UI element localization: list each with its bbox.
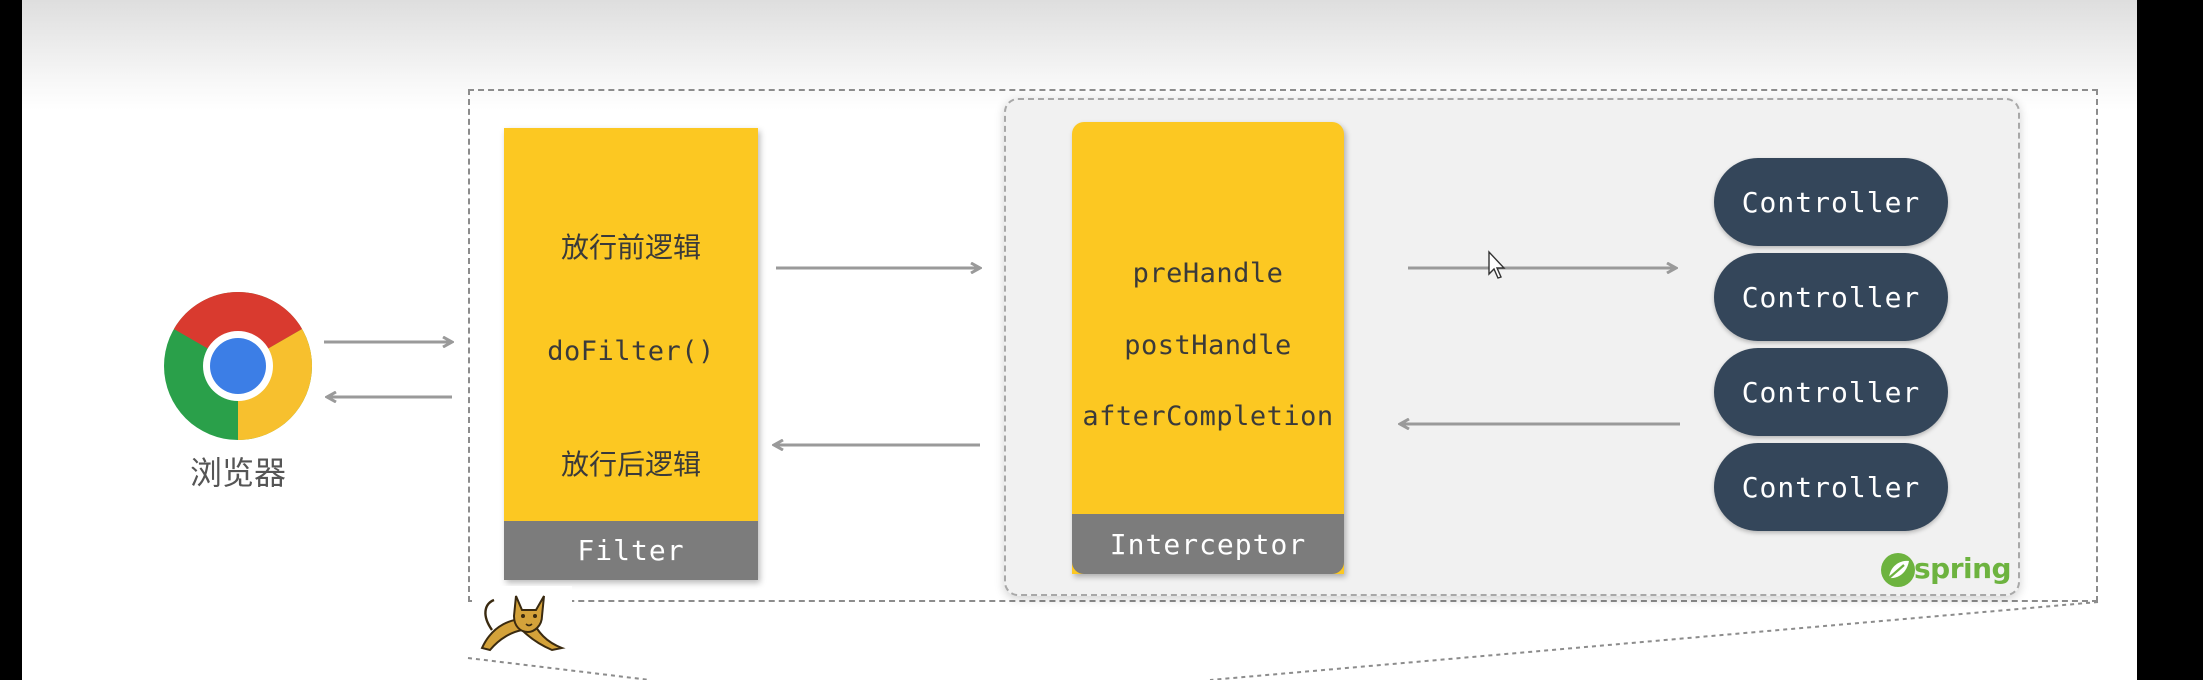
filter-label: Filter: [504, 521, 758, 580]
interceptor-aftercompletion: afterCompletion: [1082, 401, 1334, 432]
controller-pill-1: Controller: [1714, 158, 1948, 246]
top-gradient: [0, 0, 2203, 110]
filter-post-logic: 放行后逻辑: [560, 448, 701, 481]
filter-block: [504, 128, 758, 580]
spring-logo-text: spring: [1914, 552, 2012, 585]
tomcat-logo-icon: [472, 586, 572, 654]
interceptor-posthandle: postHandle: [1124, 330, 1292, 361]
browser-label: 浏览器: [189, 454, 286, 492]
zoom-guide-lines: [467, 601, 2099, 680]
chrome-browser-icon: [164, 291, 313, 440]
left-letterbox: [0, 0, 22, 680]
mouse-cursor-icon: [1488, 250, 1506, 279]
spring-leaf-icon: [1881, 553, 1915, 587]
interceptor-block: [1072, 122, 1344, 574]
tomcat-container: [468, 89, 2098, 602]
filter-dofilter: doFilter(): [547, 336, 715, 367]
filter-pre-logic: 放行前逻辑: [560, 231, 701, 264]
interceptor-label: Interceptor: [1072, 514, 1344, 574]
right-letterbox: [2137, 0, 2203, 680]
interceptor-prehandle: preHandle: [1132, 258, 1284, 289]
controller-pill-4: Controller: [1714, 443, 1948, 531]
controller-pill-3: Controller: [1714, 348, 1948, 436]
controller-pill-2: Controller: [1714, 253, 1948, 341]
